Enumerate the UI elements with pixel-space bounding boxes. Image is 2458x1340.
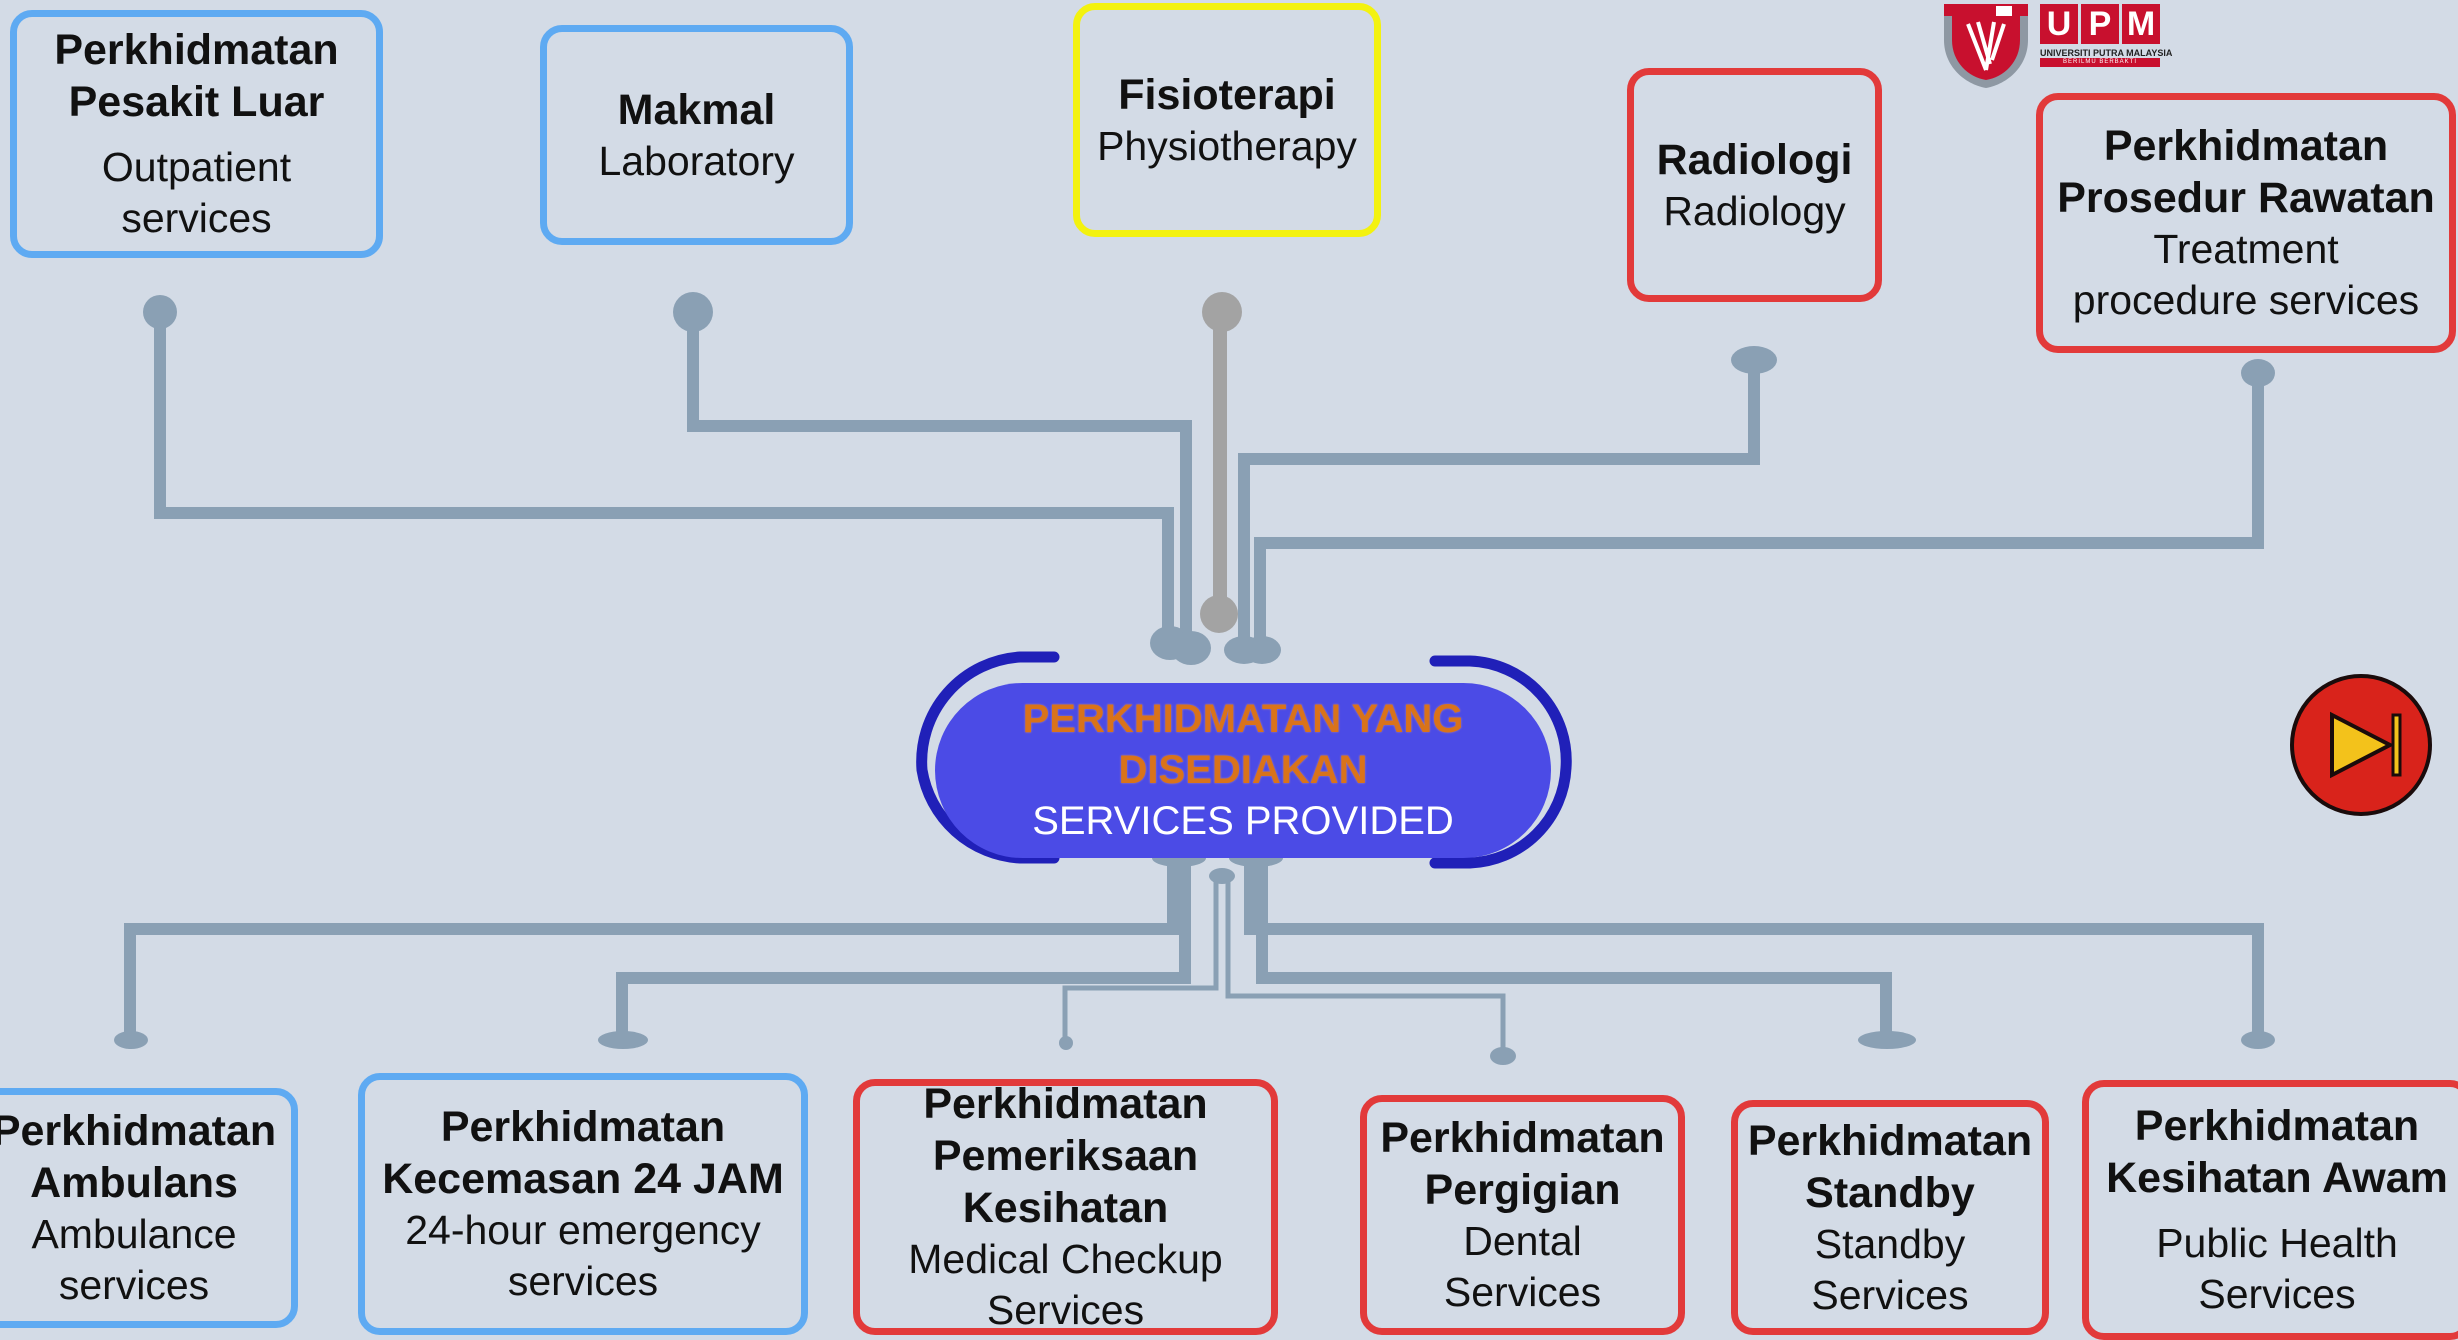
service-radiology[interactable]: Radiologi Radiology bbox=[1627, 68, 1882, 302]
connector-physiotherapy bbox=[1200, 292, 1242, 633]
upm-shield-icon bbox=[1944, 4, 2028, 88]
service-subtitle: Radiology bbox=[1663, 187, 1846, 234]
service-outpatient[interactable]: Perkhidmatan Pesakit Luar Outpatient ser… bbox=[10, 10, 383, 258]
upm-letter: P bbox=[2081, 4, 2119, 44]
service-subtitle: 24-hour emergency services bbox=[405, 1207, 761, 1304]
connector-treatment bbox=[1254, 375, 2264, 648]
service-public-health[interactable]: Perkhidmatan Kesihatan Awam Public Healt… bbox=[2082, 1080, 2458, 1340]
hub-bracket-right bbox=[1429, 655, 1572, 869]
service-title: Perkhidmatan Pemeriksaan Kesihatan bbox=[923, 1080, 1208, 1232]
service-title: Perkhidmatan Pergigian bbox=[1380, 1114, 1665, 1214]
hub-bracket-left bbox=[916, 651, 1060, 864]
connector-dental bbox=[1225, 872, 1506, 1053]
service-title: Perkhidmatan Kesihatan Awam bbox=[2106, 1102, 2448, 1202]
upm-wordmark: U P M bbox=[2040, 4, 2160, 44]
service-medical-checkup[interactable]: Perkhidmatan Pemeriksaan Kesihatan Medic… bbox=[853, 1079, 1278, 1335]
service-standby[interactable]: Perkhidmatan Standby Standby Services bbox=[1731, 1100, 2049, 1335]
connector-medical-checkup bbox=[1062, 872, 1219, 1043]
service-subtitle: Medical Checkup Services bbox=[908, 1236, 1223, 1333]
service-title: Fisioterapi bbox=[1118, 70, 1336, 119]
next-slide-button[interactable] bbox=[2287, 671, 2435, 819]
service-subtitle: Public Health Services bbox=[2156, 1220, 2398, 1317]
hub-title-ms: PERKHIDMATAN YANG DISEDIAKAN bbox=[1022, 697, 1464, 792]
service-title: Perkhidmatan Ambulans bbox=[0, 1107, 277, 1207]
connector-outpatient bbox=[154, 312, 1174, 643]
connector-emergency bbox=[616, 858, 1191, 1035]
service-title: Makmal bbox=[617, 85, 776, 134]
service-laboratory[interactable]: Makmal Laboratory bbox=[540, 25, 853, 245]
connector-standby bbox=[1256, 858, 1892, 1035]
service-dental[interactable]: Perkhidmatan Pergigian Dental Services bbox=[1360, 1095, 1685, 1335]
upm-letter: U bbox=[2040, 4, 2078, 44]
service-title: Radiologi bbox=[1656, 135, 1853, 184]
service-title: Perkhidmatan Prosedur Rawatan bbox=[2057, 122, 2435, 222]
upm-logo: U P M UNIVERSITI PUTRA MALAYSIA BERILMU … bbox=[1938, 0, 2173, 92]
connector-laboratory bbox=[687, 312, 1192, 648]
service-subtitle: Physiotherapy bbox=[1097, 122, 1357, 169]
service-treatment-procedure[interactable]: Perkhidmatan Prosedur Rawatan Treatment … bbox=[2036, 93, 2456, 353]
connector-public-health bbox=[1244, 858, 2264, 1035]
service-subtitle: Dental Services bbox=[1443, 1218, 1602, 1315]
connector-radiology bbox=[1238, 360, 1760, 648]
upm-university-name: UNIVERSITI PUTRA MALAYSIA bbox=[2040, 48, 2173, 58]
service-subtitle: Standby Services bbox=[1811, 1220, 1969, 1318]
hub-title-en: SERVICES PROVIDED bbox=[1032, 799, 1454, 843]
service-title: Perkhidmatan Pesakit Luar bbox=[54, 26, 339, 126]
service-subtitle: Laboratory bbox=[598, 137, 795, 184]
services-hub: PERKHIDMATAN YANG DISEDIAKAN SERVICES PR… bbox=[935, 683, 1551, 858]
service-physiotherapy[interactable]: Fisioterapi Physiotherapy bbox=[1073, 3, 1381, 237]
connector-ambulance bbox=[124, 858, 1179, 1035]
service-title: Perkhidmatan Kecemasan 24 JAM bbox=[382, 1103, 784, 1203]
service-subtitle: Ambulance services bbox=[31, 1211, 237, 1308]
service-emergency-24h[interactable]: Perkhidmatan Kecemasan 24 JAM 24-hour em… bbox=[358, 1073, 808, 1335]
skip-next-icon bbox=[2290, 674, 2432, 816]
service-subtitle: Outpatient services bbox=[101, 144, 292, 241]
upm-tagline: BERILMU BERBAKTI bbox=[2040, 58, 2160, 67]
service-ambulance[interactable]: Perkhidmatan Ambulans Ambulance services bbox=[0, 1088, 298, 1328]
service-subtitle: Treatment procedure services bbox=[2072, 226, 2420, 323]
service-title: Perkhidmatan Standby bbox=[1747, 1116, 2033, 1217]
upm-letter: M bbox=[2122, 4, 2160, 44]
